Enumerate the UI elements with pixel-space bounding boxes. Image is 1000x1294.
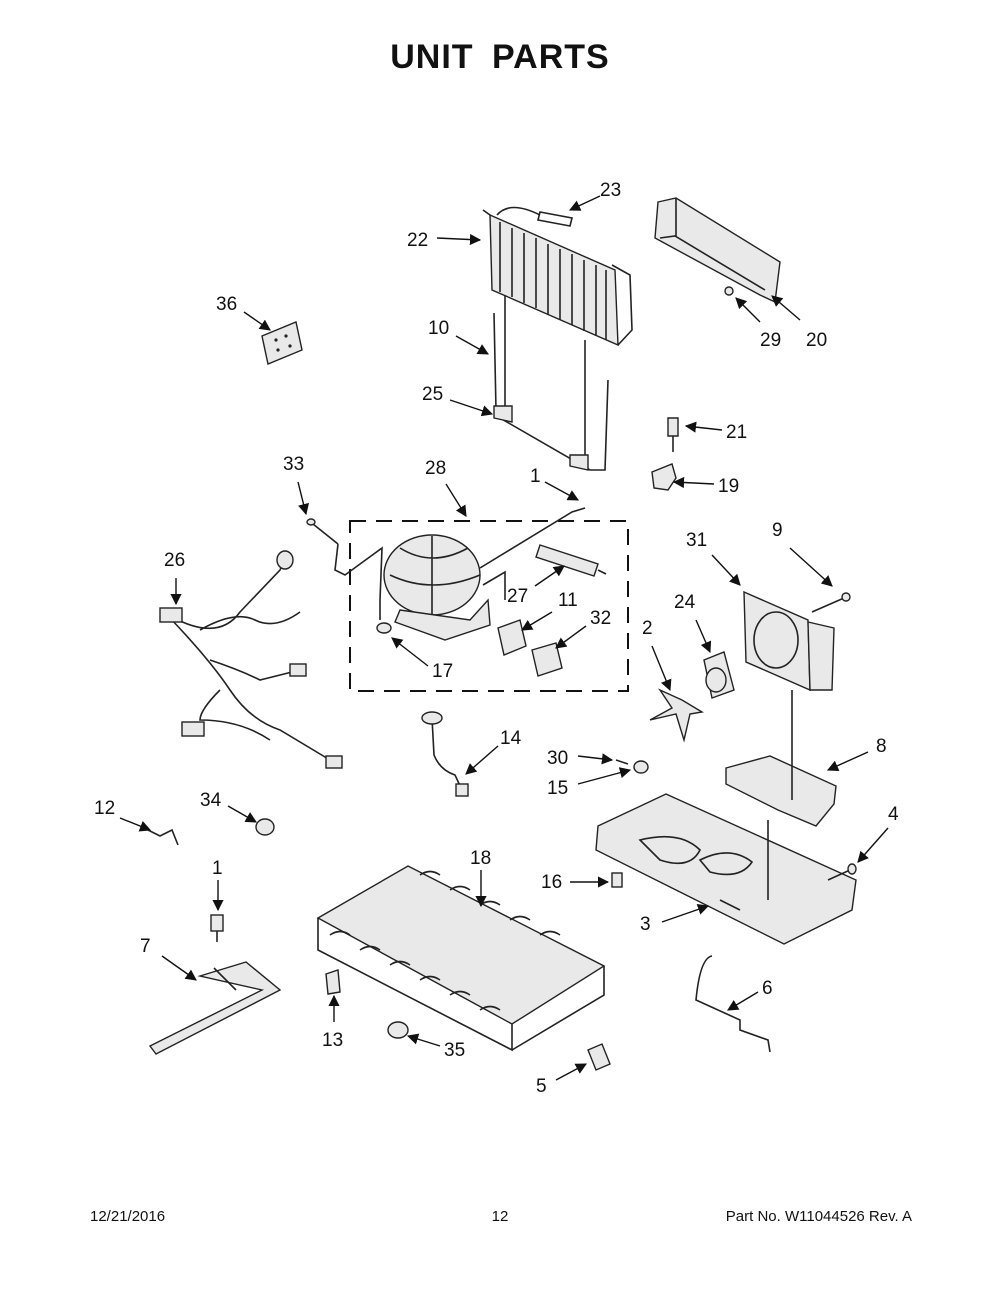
- clip-13-part: [325, 969, 341, 995]
- callout-6: 6: [762, 978, 773, 999]
- callout-19: 19: [718, 476, 739, 497]
- compressor-part: [376, 507, 586, 641]
- callout-11: 11: [558, 590, 578, 611]
- callout-23: 23: [600, 180, 621, 201]
- callout-7: 7: [140, 936, 151, 957]
- power-cord-part: [306, 518, 383, 620]
- callout-1b: 1: [212, 858, 223, 879]
- fan-blade-part: [649, 688, 704, 743]
- callout-26: 26: [164, 550, 185, 571]
- fan-motor-part: [703, 651, 735, 699]
- callout-13: 13: [322, 1030, 343, 1051]
- mounting-bracket-part: [725, 690, 837, 827]
- clip-part: [651, 417, 679, 491]
- page-title: UNIT PARTS: [390, 38, 610, 76]
- callout-28: 28: [425, 458, 446, 479]
- callout-2: 2: [642, 618, 653, 639]
- callout-34: 34: [200, 790, 222, 811]
- wire-6-part: [695, 955, 771, 1053]
- footer-part-number: Part No. W11044526 Rev. A: [725, 1208, 912, 1225]
- evaporator-part: [316, 865, 606, 1052]
- screw-1b-part: [210, 914, 224, 942]
- callout-31: 31: [686, 530, 707, 551]
- callout-4: 4: [888, 804, 899, 825]
- callout-24: 24: [674, 592, 696, 613]
- screw-part: [811, 592, 851, 613]
- callout-14: 14: [500, 728, 522, 749]
- footer-date: 12/21/2016: [90, 1208, 166, 1225]
- callout-8: 8: [876, 736, 887, 757]
- leader-lines: [119, 195, 889, 1081]
- footer-page-number: 12: [491, 1208, 509, 1225]
- callout-27: 27: [507, 586, 528, 607]
- screw-16-part: [611, 872, 623, 888]
- callout-32: 32: [590, 608, 611, 629]
- callout-22: 22: [407, 230, 428, 251]
- callout-12: 12: [94, 798, 115, 819]
- drain-tube-part: [421, 711, 469, 797]
- wiring-harness-part: [159, 550, 343, 769]
- fan-shroud-part: [743, 590, 835, 692]
- condenser-support-tubes: [493, 295, 609, 471]
- relay-cover-part: [531, 642, 563, 677]
- callout-10: 10: [428, 318, 449, 339]
- callout-25: 25: [422, 384, 443, 405]
- shroud-part: [654, 197, 781, 304]
- base-pan-part: [595, 793, 857, 945]
- drier-part: [535, 544, 607, 577]
- callout-5: 5: [536, 1076, 547, 1097]
- callout-17: 17: [432, 661, 453, 682]
- callout-30: 30: [547, 748, 568, 769]
- callout-labels: 23 22 36 10 25 29 20 21 19 33 28 1 26 27…: [94, 180, 899, 1097]
- callout-3: 3: [640, 914, 651, 935]
- callout-29: 29: [760, 330, 781, 351]
- callout-1a: 1: [530, 466, 541, 487]
- heater-7-part: [148, 961, 282, 1055]
- callout-16: 16: [541, 872, 562, 893]
- callout-9: 9: [772, 520, 783, 541]
- callout-36: 36: [216, 294, 237, 315]
- callout-21: 21: [726, 422, 747, 443]
- callout-18: 18: [470, 848, 491, 869]
- thermistor-34-part: [255, 818, 275, 836]
- control-board-part: [261, 321, 303, 365]
- callout-15: 15: [547, 778, 568, 799]
- thermostat-35-part: [387, 1021, 409, 1039]
- grommet-part: [615, 759, 649, 774]
- bracket-12-part: [147, 828, 179, 846]
- condenser-part: [482, 206, 633, 347]
- callout-35: 35: [444, 1040, 465, 1061]
- relay-part: [497, 619, 527, 656]
- callout-33: 33: [283, 454, 304, 475]
- callout-20: 20: [806, 330, 827, 351]
- fitting-5-part: [587, 1043, 611, 1071]
- compressor-assembly-box: [349, 520, 629, 692]
- screw-4-part: [827, 863, 857, 881]
